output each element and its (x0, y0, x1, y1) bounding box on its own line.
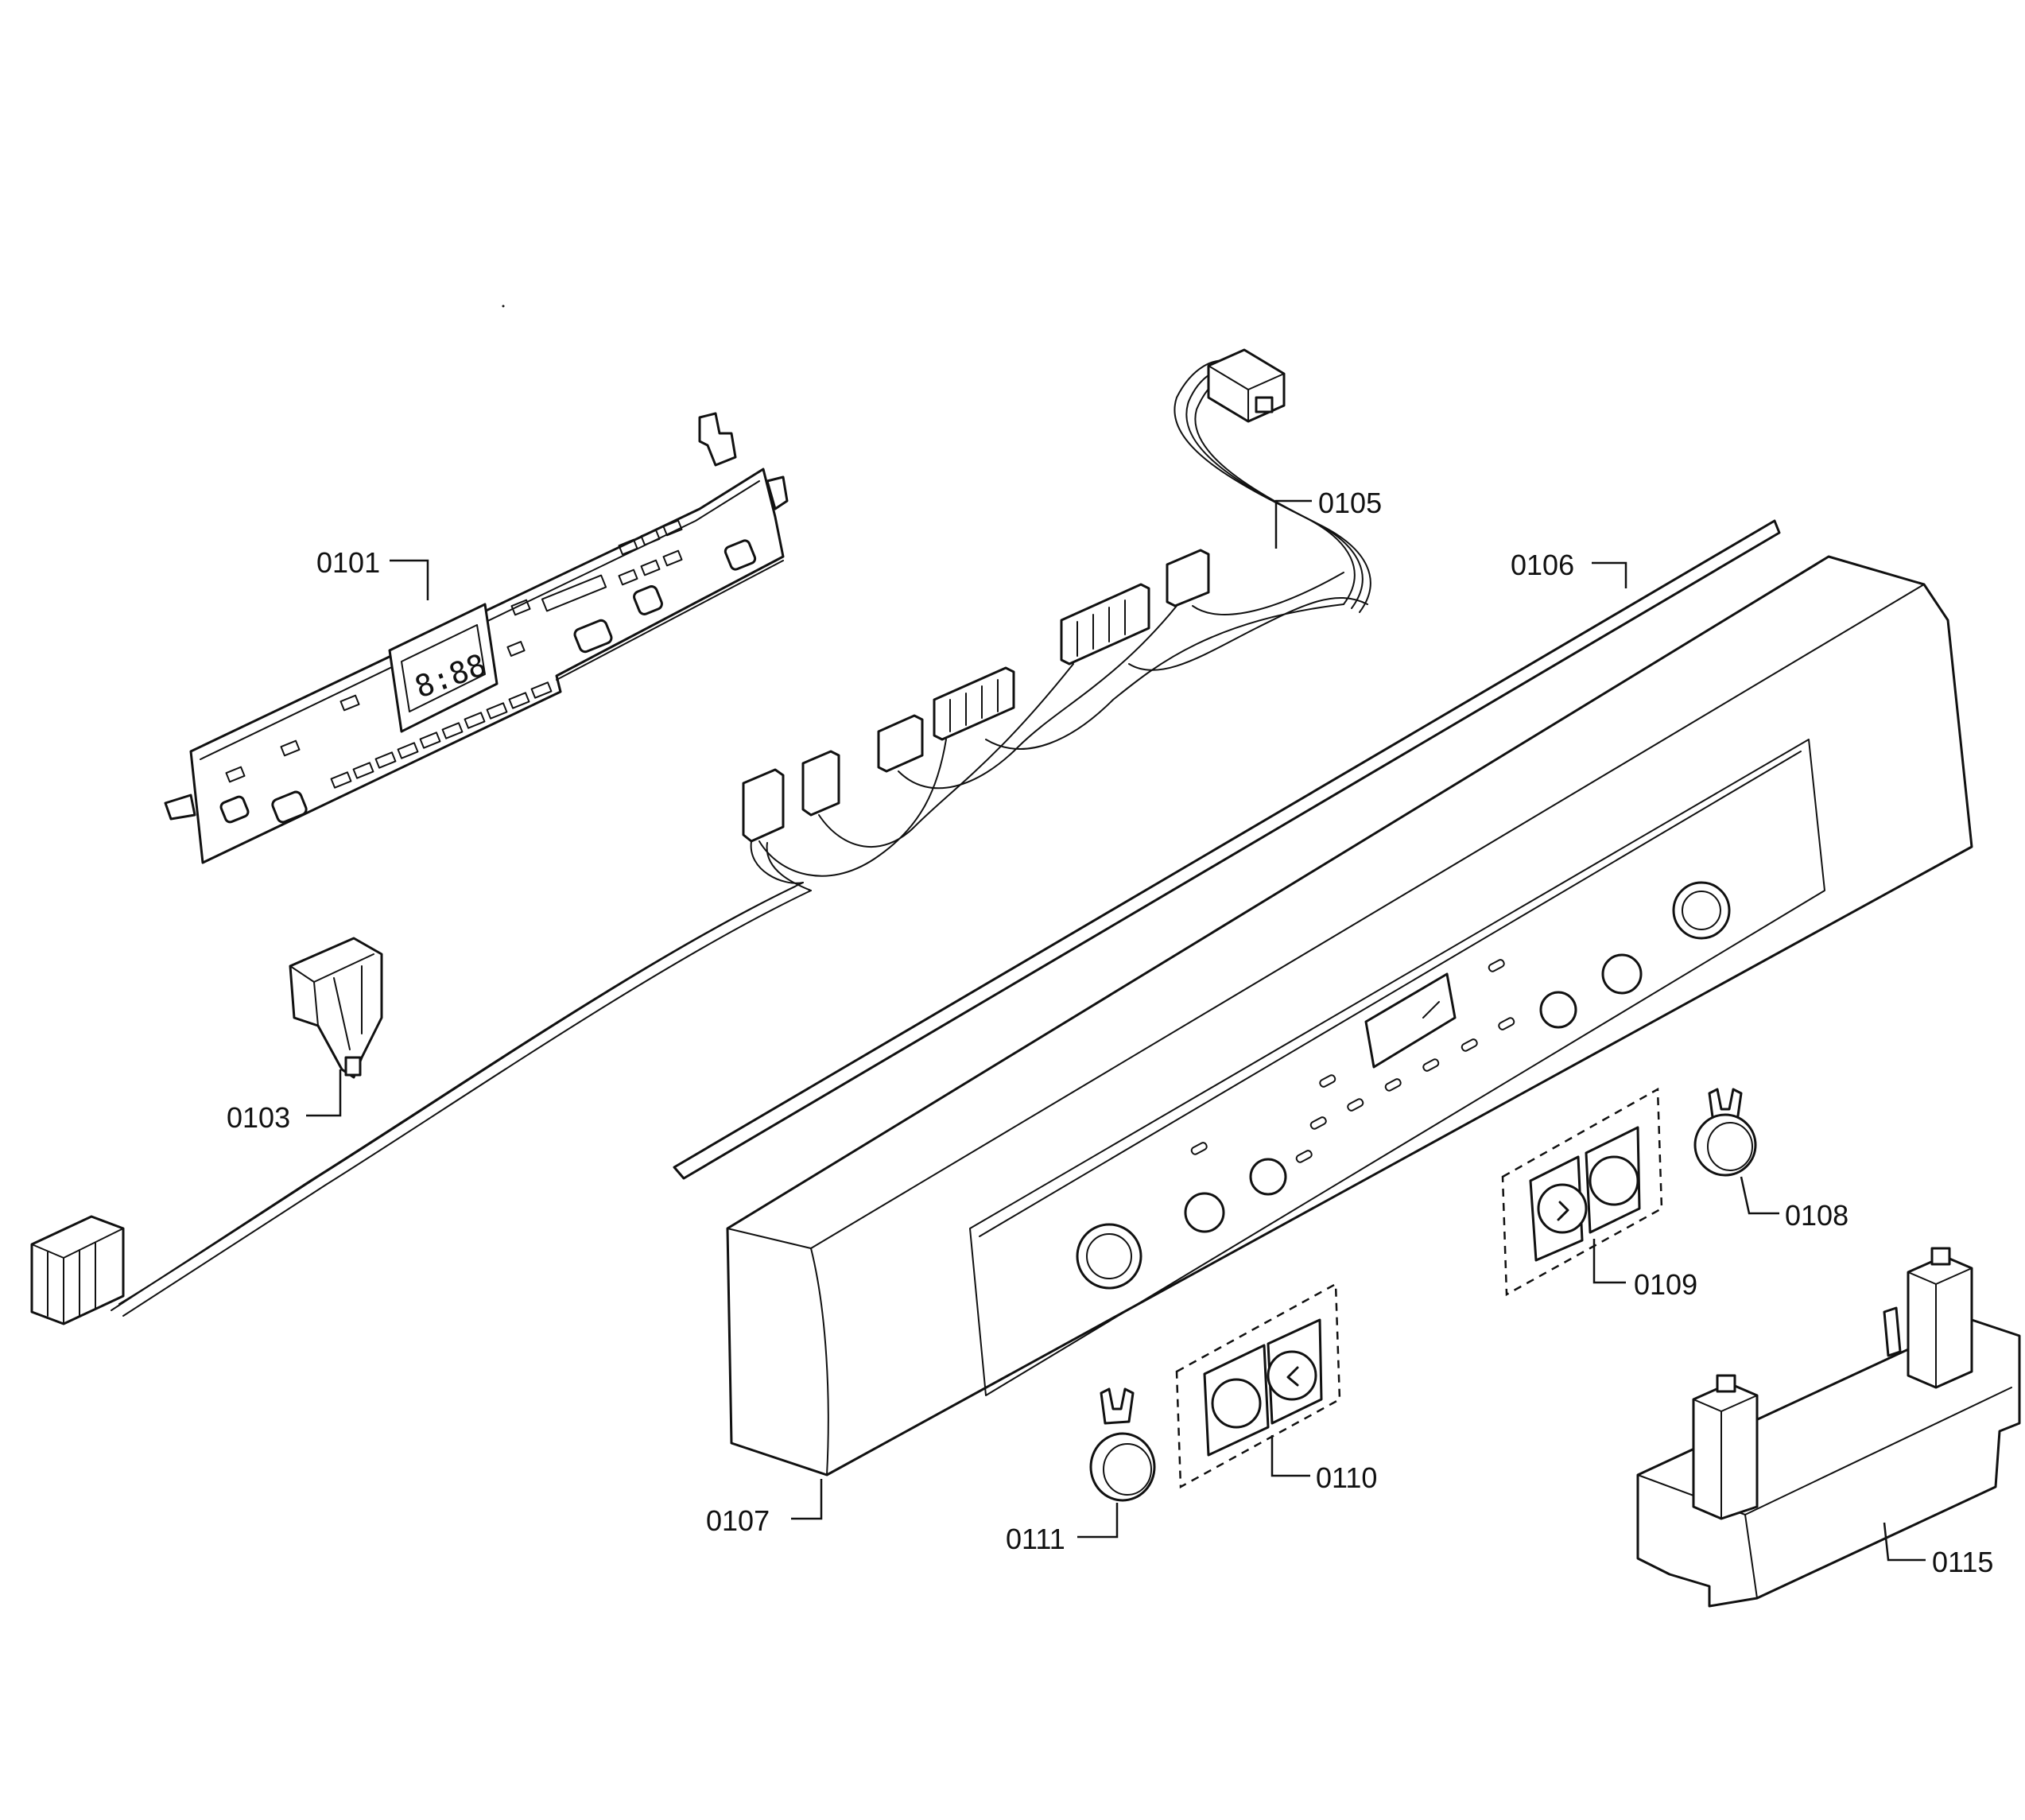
leader-lines (306, 499, 1926, 1562)
button-pair-0110 (1175, 1282, 1341, 1489)
switch-0103 (289, 937, 383, 1079)
label-0105: 0105 (1318, 487, 1382, 519)
bracket-0115 (1636, 1247, 2021, 1608)
label-0111: 0111 (1006, 1523, 1065, 1555)
knob-0111 (1089, 1387, 1156, 1502)
label-0110: 0110 (1316, 1461, 1377, 1494)
label-0101: 0101 (316, 546, 380, 579)
part-labels: 0101 0103 0105 0106 0107 0108 0109 0110 … (227, 487, 1993, 1578)
wiring-harness-0105 (30, 348, 1371, 1325)
seal-strip-0106 (673, 519, 1781, 1180)
board-key-row (225, 519, 683, 789)
speck (502, 305, 505, 308)
control-board-0101: 8:88 (164, 412, 789, 864)
panel-indicator-slots (1190, 959, 1515, 1163)
control-panel-0107 (726, 555, 1973, 1477)
label-0106: 0106 (1511, 549, 1574, 581)
label-0107: 0107 (706, 1504, 770, 1537)
label-0108: 0108 (1785, 1199, 1848, 1232)
button-pair-0109 (1501, 1087, 1663, 1297)
label-0109: 0109 (1634, 1268, 1697, 1301)
label-0115: 0115 (1932, 1546, 1993, 1578)
label-0103: 0103 (227, 1101, 290, 1134)
knob-0108 (1693, 1088, 1757, 1177)
